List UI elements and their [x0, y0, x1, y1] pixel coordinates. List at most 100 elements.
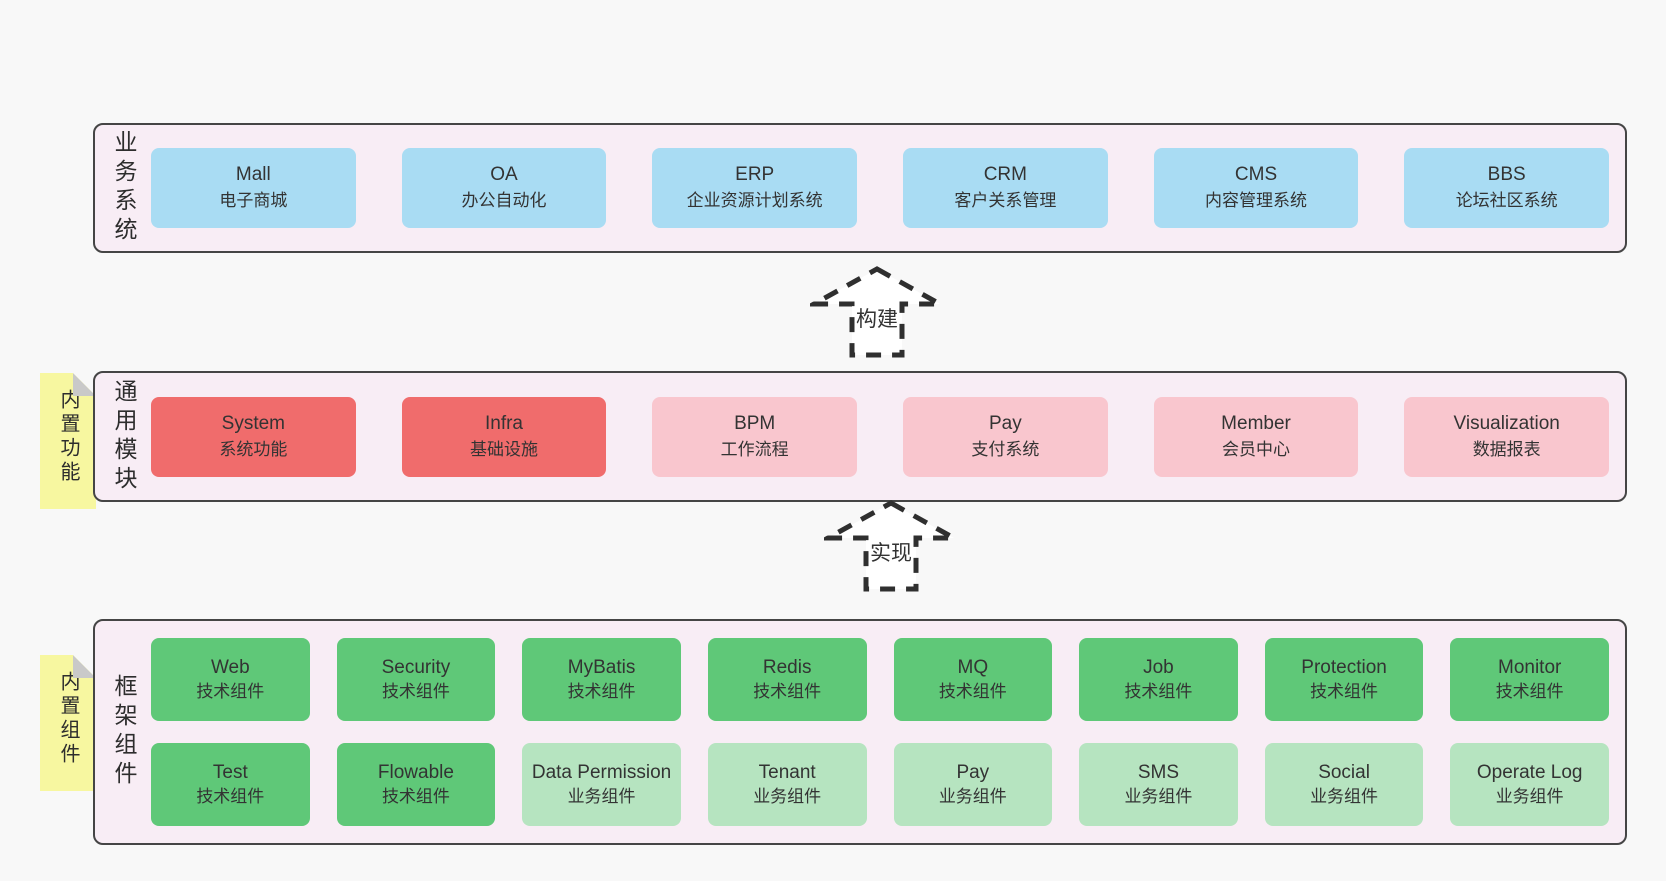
box-title: Infra [484, 412, 524, 434]
box-title: MyBatis [567, 656, 636, 678]
box-title: SMS [1137, 761, 1180, 783]
box-title: Monitor [1498, 656, 1562, 678]
layer-label-business-systems: 业务系统 [111, 130, 137, 246]
box-subtitle: 业务组件 [567, 786, 636, 806]
box-pay: Pay 业务组件 [893, 743, 1053, 826]
box-subtitle: 内容管理系统 [1205, 191, 1308, 210]
box-social: Social 业务组件 [1264, 743, 1424, 826]
box-title: Pay [956, 761, 990, 783]
box-title: BBS [1487, 164, 1526, 185]
box-system: System 系统功能 [151, 396, 356, 477]
box-title: Operate Log [1476, 761, 1583, 783]
box-title: Test [212, 761, 248, 783]
box-cms: CMS 内容管理系统 [1153, 148, 1359, 228]
box-subtitle: 办公自动化 [461, 191, 547, 210]
box-subtitle: 业务组件 [1495, 786, 1564, 806]
box-subtitle: 客户关系管理 [954, 191, 1057, 210]
box-title: Security [381, 656, 451, 678]
arrow-implement: 实现 [824, 500, 958, 592]
box-web: Web 技术组件 [151, 638, 310, 721]
box-title: Data Permission [531, 761, 672, 783]
box-test: Test 技术组件 [151, 743, 310, 826]
box-title: Social [1318, 761, 1370, 783]
box-data-permission: Data Permission 业务组件 [522, 743, 681, 826]
box-subtitle: 系统功能 [219, 439, 288, 459]
arrow-implement-label: 实现 [870, 542, 912, 565]
sticky-note-built-in-components-label: 内置组件 [57, 671, 79, 767]
box-subtitle: 会员中心 [1222, 439, 1291, 459]
sticky-note-built-in-features-label: 内置功能 [57, 389, 79, 485]
box-subtitle: 电子商城 [219, 191, 288, 210]
box-subtitle: 企业资源计划系统 [686, 191, 823, 210]
box-title: Visualization [1453, 412, 1560, 434]
box-erp: ERP 企业资源计划系统 [652, 148, 858, 228]
box-subtitle: 技术组件 [1495, 681, 1564, 701]
box-title: System [221, 412, 286, 434]
box-title: Tenant [758, 761, 816, 783]
box-job: Job 技术组件 [1079, 638, 1238, 721]
box-subtitle: 业务组件 [938, 786, 1007, 806]
box-title: Member [1221, 412, 1291, 434]
box-subtitle: 技术组件 [196, 786, 265, 806]
box-subtitle: 技术组件 [196, 681, 265, 701]
box-monitor: Monitor 技术组件 [1450, 638, 1609, 721]
box-tenant: Tenant 业务组件 [707, 743, 867, 826]
arrow-build-shape [810, 266, 944, 358]
box-subtitle: 业务组件 [753, 786, 822, 806]
box-title: ERP [735, 164, 775, 185]
box-subtitle: 基础设施 [470, 439, 538, 459]
box-oa: OA 办公自动化 [401, 148, 607, 228]
box-subtitle: 业务组件 [1310, 786, 1379, 806]
box-subtitle: 技术组件 [1310, 681, 1379, 701]
box-subtitle: 论坛社区系统 [1455, 191, 1558, 210]
box-title: BPM [734, 412, 776, 434]
box-title: Protection [1301, 656, 1387, 678]
layer-label-common-modules: 通用模块 [111, 378, 137, 495]
box-subtitle: 技术组件 [938, 681, 1007, 701]
box-infra: Infra 基础设施 [401, 396, 607, 477]
box-mybatis: MyBatis 技术组件 [522, 638, 681, 721]
box-subtitle: 技术组件 [381, 786, 450, 806]
box-title: Job [1143, 656, 1174, 678]
sticky-note-built-in-features: 内置功能 [40, 373, 96, 509]
box-bbs: BBS 论坛社区系统 [1404, 148, 1610, 228]
box-subtitle: 技术组件 [753, 681, 822, 701]
box-subtitle: 工作流程 [720, 439, 789, 459]
box-title: CRM [983, 164, 1027, 185]
box-title: Web [210, 656, 250, 678]
box-member: Member 会员中心 [1153, 396, 1359, 477]
box-title: CMS [1234, 164, 1278, 185]
sticky-note-built-in-components: 内置组件 [40, 655, 96, 791]
box-subtitle: 技术组件 [381, 681, 450, 701]
arrow-build-label: 构建 [856, 308, 898, 331]
box-title: Pay [988, 412, 1022, 434]
box-protection: Protection 技术组件 [1264, 638, 1424, 721]
arrow-build: 构建 [810, 266, 944, 358]
box-subtitle: 技术组件 [567, 681, 636, 701]
box-subtitle: 技术组件 [1124, 681, 1193, 701]
arrow-implement-shape [824, 500, 958, 592]
box-security: Security 技术组件 [336, 638, 496, 721]
box-crm: CRM 客户关系管理 [903, 148, 1108, 228]
box-subtitle: 业务组件 [1124, 786, 1193, 806]
box-title: OA [490, 164, 518, 185]
box-operate-log: Operate Log 业务组件 [1450, 743, 1609, 826]
